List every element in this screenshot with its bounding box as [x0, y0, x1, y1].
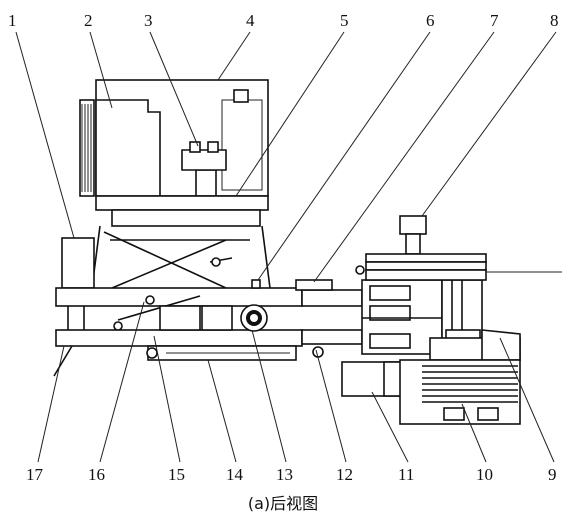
label-15: 15: [168, 465, 185, 484]
label-12: 12: [336, 465, 353, 484]
label-5: 5: [340, 11, 349, 30]
label-13: 13: [276, 465, 293, 484]
label-6: 6: [426, 11, 435, 30]
label-10: 10: [476, 465, 493, 484]
lower-block: [341, 361, 417, 409]
figure-caption: (a)后视图: [247, 494, 319, 512]
motor: [79, 99, 161, 197]
leader-lines: [15, 31, 557, 463]
coupling: [181, 141, 227, 197]
cylinder: [146, 345, 324, 361]
label-11: 11: [398, 465, 415, 484]
scissor-frame: [91, 225, 271, 289]
label-8: 8: [550, 11, 559, 30]
heatsink: [399, 359, 521, 425]
label-16: 16: [88, 465, 105, 484]
label-9: 9: [548, 465, 557, 484]
label-1: 1: [8, 11, 17, 30]
label-14: 14: [226, 465, 243, 484]
bearing: [240, 304, 268, 332]
clamp-assembly: [361, 279, 521, 361]
left-block: [61, 237, 95, 289]
label-2: 2: [84, 11, 93, 30]
label-4: 4: [246, 11, 255, 30]
disc-stack: [355, 215, 562, 281]
top-plate: [95, 195, 269, 227]
label-17: 17: [26, 465, 43, 484]
label-3: 3: [144, 11, 153, 30]
label-7: 7: [490, 11, 499, 30]
